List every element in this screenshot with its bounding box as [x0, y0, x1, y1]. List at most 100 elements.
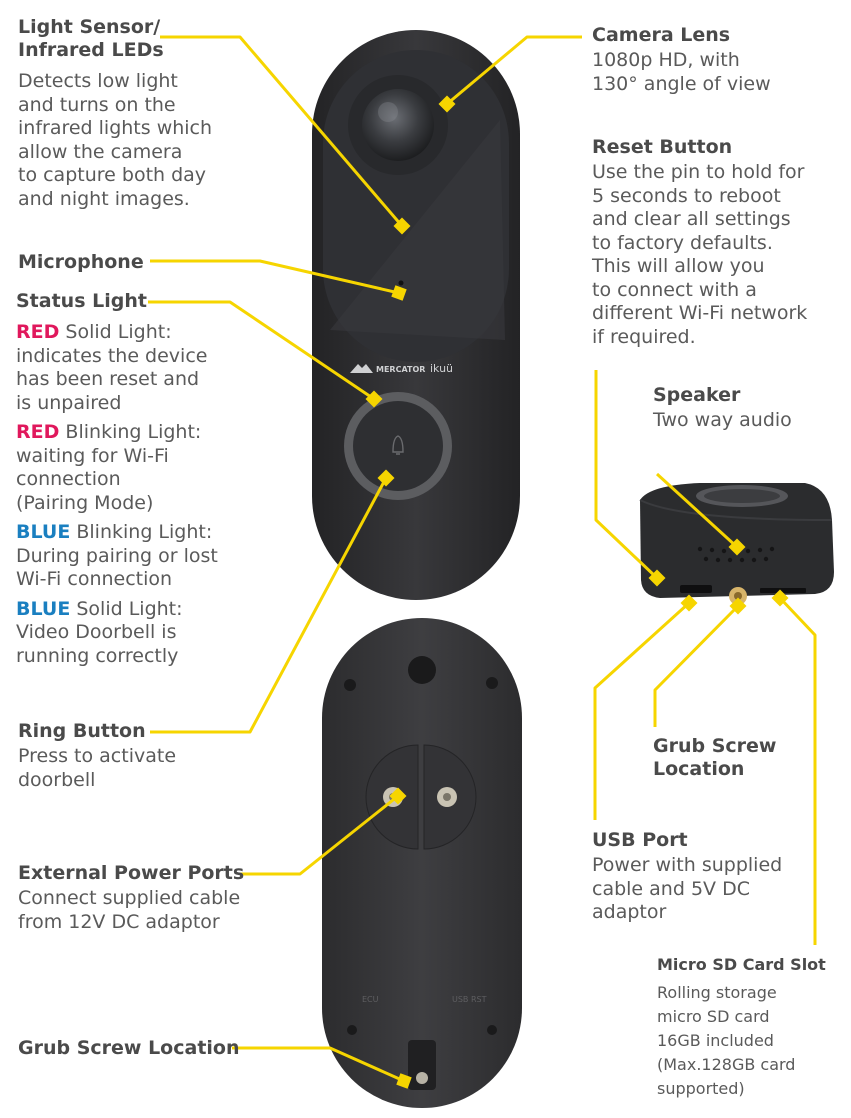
speaker-title: Speaker	[653, 384, 741, 406]
microphone-title: Microphone	[18, 251, 144, 273]
mountain-icon	[350, 364, 373, 373]
label-external-power: External Power Ports Connect supplied ca…	[18, 862, 278, 934]
label-speaker: Speaker Two way audio	[653, 384, 843, 433]
ring-button	[353, 401, 443, 491]
callout-line-ring-button	[150, 477, 388, 734]
callout-line-status-light	[148, 300, 375, 401]
camera-lens-glass	[362, 89, 434, 161]
label-microphone: Microphone	[18, 251, 144, 274]
speaker-holes	[697, 546, 775, 563]
back-port-label-right: USB RST	[452, 995, 487, 1004]
label-status-light: Status Light RED Solid Light: indicates …	[16, 290, 256, 674]
side-grub-screw-center	[734, 592, 742, 600]
speaker-hole	[697, 546, 703, 552]
camera-lens-title: Camera Lens	[592, 24, 731, 46]
speaker-grille-top-inner	[704, 489, 780, 503]
status-state-red-blinking: RED Blinking Light: waiting for Wi-Fi co…	[16, 421, 256, 515]
callout-line-grub-screw-bottom	[232, 1046, 405, 1083]
bell-icon	[392, 435, 404, 455]
back-bottom-hole-right	[487, 1025, 497, 1035]
callout-marker	[389, 787, 407, 805]
label-usb-port: USB Port Power with supplied cable and 5…	[592, 829, 832, 925]
callout-marker	[438, 95, 456, 113]
external-power-title: External Power Ports	[18, 862, 245, 884]
micro-sd-desc: Rolling storage micro SD card 16GB inclu…	[657, 983, 796, 1098]
brand-logo: MERCATOR ikuü	[350, 362, 453, 375]
camera-lens-highlight	[378, 102, 398, 122]
usb-port-title: USB Port	[592, 829, 688, 851]
speaker-hole	[745, 548, 751, 554]
light-sensor-title: Light Sensor/ Infrared LEDs	[18, 16, 164, 61]
label-camera-lens: Camera Lens 1080p HD, with 130° angle of…	[592, 24, 832, 96]
back-bottom-hole-left	[347, 1025, 357, 1035]
callout-marker	[648, 569, 666, 587]
callout-markers	[365, 95, 789, 1089]
ring-button-desc: Press to activate doorbell	[18, 745, 177, 791]
callout-line-grub-screw-side	[653, 604, 740, 727]
status-color-word: BLUE	[16, 597, 71, 620]
brand-text: MERCATOR	[376, 365, 425, 374]
power-terminal-screw-right-center	[443, 793, 451, 801]
status-state-blue-blinking: BLUE Blinking Light: During pairing or l…	[16, 521, 256, 592]
label-grub-screw-bottom: Grub Screw Location	[18, 1037, 240, 1060]
speaker-hole	[709, 547, 715, 553]
bottom-grub-screw-tab	[408, 1040, 436, 1090]
label-grub-screw-side: Grub Screw Location	[653, 735, 833, 781]
status-color-word: BLUE	[16, 521, 71, 543]
label-micro-sd: Micro SD Card Slot Rolling storage micro…	[657, 955, 847, 1101]
callout-marker	[680, 594, 698, 612]
back-screw-hole-left	[344, 679, 356, 691]
callout-line-microphone	[150, 259, 400, 295]
micro-sd-title: Micro SD Card Slot	[657, 955, 826, 974]
callout-line-micro-sd	[778, 596, 817, 945]
speaker-hole	[763, 556, 769, 562]
back-mount-hole-top	[408, 656, 436, 684]
doorbell-back: ECU USB RST	[322, 618, 522, 1108]
microphone-hole	[398, 280, 404, 286]
speaker-hole	[757, 547, 763, 553]
status-state-text: Solid Light: indicates the device has be…	[16, 321, 208, 414]
callout-line-camera-lens	[446, 35, 582, 106]
callout-line-external-power	[240, 794, 399, 876]
back-body	[322, 618, 522, 1108]
callout-line-light-sensor	[160, 35, 404, 227]
doorbell-front: MERCATOR ikuü	[312, 30, 520, 600]
front-face-shade	[330, 120, 505, 340]
status-state-text: Blinking Light: waiting for Wi-Fi connec…	[16, 421, 202, 514]
status-color-word: RED	[16, 421, 60, 443]
speaker-desc: Two way audio	[653, 409, 792, 431]
status-light-title: Status Light	[16, 290, 147, 312]
external-power-desc: Connect supplied cable from 12V DC adapt…	[18, 887, 241, 933]
usb-port-slot	[680, 585, 712, 593]
speaker-hole	[721, 548, 727, 554]
callout-marker	[396, 1073, 412, 1089]
side-top-face	[639, 499, 833, 521]
label-reset-button: Reset Button Use the pin to hold for 5 s…	[592, 136, 842, 349]
callout-marker	[728, 538, 746, 556]
reset-button-desc: Use the pin to hold for 5 seconds to reb…	[592, 161, 808, 348]
label-ring-button: Ring Button Press to activate doorbell	[18, 720, 248, 792]
callout-marker	[771, 589, 789, 607]
bottom-grub-screw	[416, 1072, 428, 1084]
label-light-sensor: Light Sensor/ Infrared LEDs Detects low …	[18, 16, 258, 211]
back-port-label-left: ECU	[362, 995, 379, 1004]
callout-line-usb-port	[593, 601, 691, 820]
reset-button-title: Reset Button	[592, 136, 733, 158]
status-state-text: Solid Light: Video Doorbell is running c…	[16, 597, 183, 667]
callout-marker	[391, 285, 407, 301]
speaker-hole	[739, 557, 745, 563]
callout-line-speaker	[655, 472, 739, 549]
back-screw-hole-right	[486, 677, 498, 689]
usb-port-desc: Power with supplied cable and 5V DC adap…	[592, 854, 783, 923]
status-state-red-solid: RED Solid Light: indicates the device ha…	[16, 321, 256, 415]
status-state-text: Blinking Light: During pairing or lost W…	[16, 521, 218, 590]
callout-marker	[729, 597, 747, 615]
grub-screw-side-title: Grub Screw Location	[653, 735, 777, 780]
grub-screw-bottom-title: Grub Screw Location	[18, 1037, 240, 1059]
sub-brand-text: ikuü	[430, 362, 453, 375]
light-sensor-desc: Detects low light and turns on the infra…	[18, 70, 213, 210]
callout-marker	[393, 217, 411, 235]
ring-button-title: Ring Button	[18, 720, 146, 742]
status-state-blue-solid: BLUE Solid Light: Video Doorbell is runn…	[16, 598, 256, 669]
